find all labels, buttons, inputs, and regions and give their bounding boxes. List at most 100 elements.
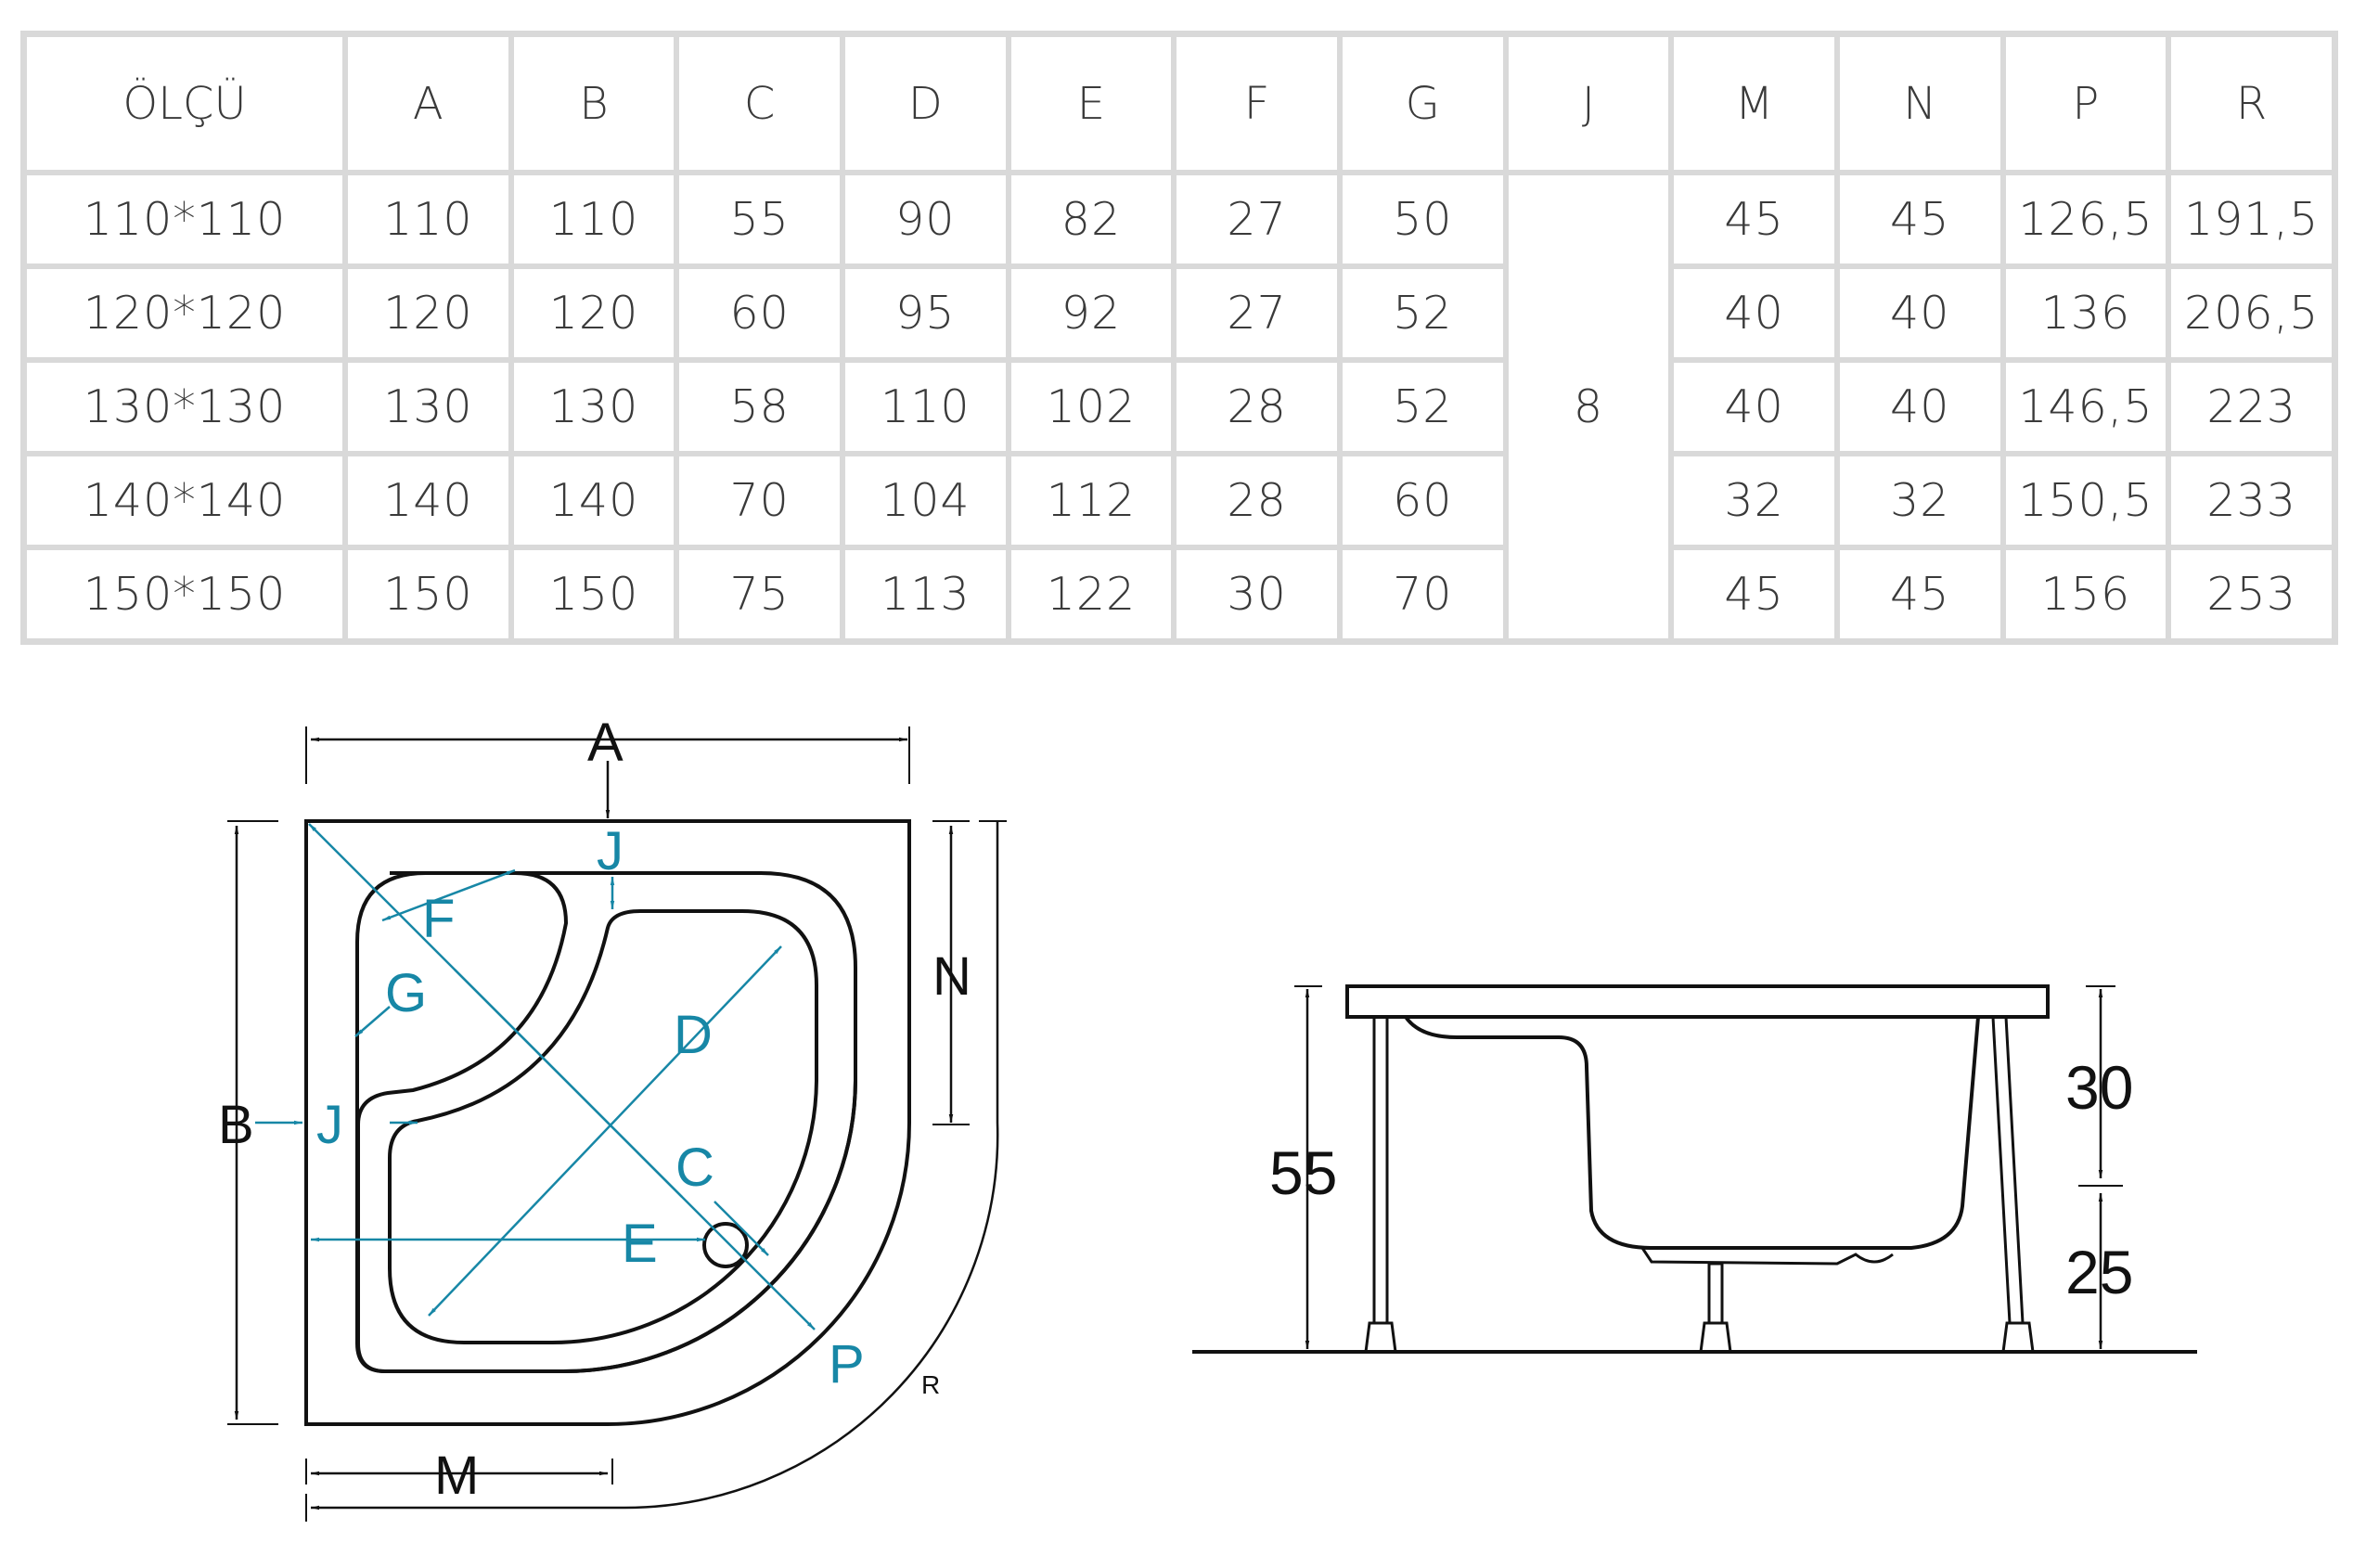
cell-a: 150 [345,547,511,641]
cell-a: 130 [345,360,511,454]
cell-e: 102 [1008,360,1175,454]
foot-left [1364,1321,1397,1354]
label-m: M [434,1446,479,1506]
cell-c: 55 [676,173,842,266]
label-height-upper: 30 [2065,1053,2133,1122]
cell-e: 92 [1008,266,1175,360]
cell-p: 146,5 [2002,360,2169,454]
cell-d: 95 [842,266,1009,360]
cell-g: 52 [1339,360,1506,454]
cell-e: 82 [1008,173,1175,266]
label-height-lower: 25 [2065,1238,2133,1306]
cell-c: 70 [676,454,842,547]
cell-b: 140 [510,454,677,547]
col-header-size: ÖLÇÜ [24,34,345,173]
cell-c: 60 [676,266,842,360]
label-height-total: 55 [1269,1138,1337,1207]
cell-f: 28 [1174,360,1340,454]
col-header-j: J [1505,34,1672,173]
cell-e: 122 [1008,547,1175,641]
label-j-top: J [597,821,624,881]
cell-n: 32 [1836,454,2003,547]
cell-f: 28 [1174,454,1340,547]
cell-c: 75 [676,547,842,641]
cell-a: 140 [345,454,511,547]
cell-b: 130 [510,360,677,454]
tray-basin-profile [1404,1015,1980,1250]
cell-n: 40 [1836,266,2003,360]
label-e: E [622,1214,658,1274]
col-header-f: F [1174,34,1340,173]
drain-hole [702,1222,749,1268]
col-header-b: B [510,34,677,173]
cell-d: 104 [842,454,1009,547]
cell-r: 191,5 [2168,173,2334,266]
cell-r: 223 [2168,360,2334,454]
cell-a: 120 [345,266,511,360]
foot-right [2001,1321,2035,1354]
dimension-line-f [381,868,516,922]
table-header-row: ÖLÇÜ A B C D E F G J M N P R [24,34,2334,173]
cell-b: 120 [510,266,677,360]
cell-g: 70 [1339,547,1506,641]
col-header-r: R [2168,34,2334,173]
col-header-m: M [1671,34,1837,173]
cell-size: 120*120 [24,266,345,360]
dimension-line-c-ext [714,1201,769,1256]
leg-middle [1707,1262,1724,1325]
cell-size: 150*150 [24,547,345,641]
cell-f: 27 [1174,173,1340,266]
cell-p: 156 [2002,547,2169,641]
cell-g: 60 [1339,454,1506,547]
col-header-g: G [1339,34,1506,173]
cell-m: 40 [1671,360,1837,454]
cell-r: 206,5 [2168,266,2334,360]
label-j-left: J [316,1095,343,1155]
label-c: C [675,1137,714,1198]
cell-d: 90 [842,173,1009,266]
col-header-n: N [1836,34,2003,173]
cell-f: 30 [1174,547,1340,641]
label-a: A [587,713,624,773]
col-header-c: C [676,34,842,173]
cell-n: 40 [1836,360,2003,454]
cell-n: 45 [1836,173,2003,266]
top-view-drawing: A B M N R C D E F G J J P [218,713,1007,1522]
col-header-e: E [1008,34,1175,173]
label-f: F [422,889,455,949]
cell-e: 112 [1008,454,1175,547]
cell-m: 40 [1671,266,1837,360]
side-view-drawing: 55 30 25 [1192,984,2197,1354]
label-b: B [218,1095,254,1155]
cell-f: 27 [1174,266,1340,360]
cell-c: 58 [676,360,842,454]
label-g: G [385,963,427,1023]
cell-j-merged: 8 [1505,173,1672,641]
cell-m: 32 [1671,454,1837,547]
cell-r: 233 [2168,454,2334,547]
cell-b: 150 [510,547,677,641]
col-header-a: A [345,34,511,173]
cell-g: 52 [1339,266,1506,360]
label-p: P [829,1334,865,1394]
tray-underside [1640,1247,1894,1266]
cell-a: 110 [345,173,511,266]
cell-m: 45 [1671,547,1837,641]
cell-d: 110 [842,360,1009,454]
dimension-line-d [428,945,782,1317]
cell-size: 130*130 [24,360,345,454]
label-r: R [921,1370,940,1399]
cell-p: 150,5 [2002,454,2169,547]
cell-g: 50 [1339,173,1506,266]
cell-d: 113 [842,547,1009,641]
foot-middle [1699,1321,1732,1354]
label-d: D [674,1005,713,1065]
